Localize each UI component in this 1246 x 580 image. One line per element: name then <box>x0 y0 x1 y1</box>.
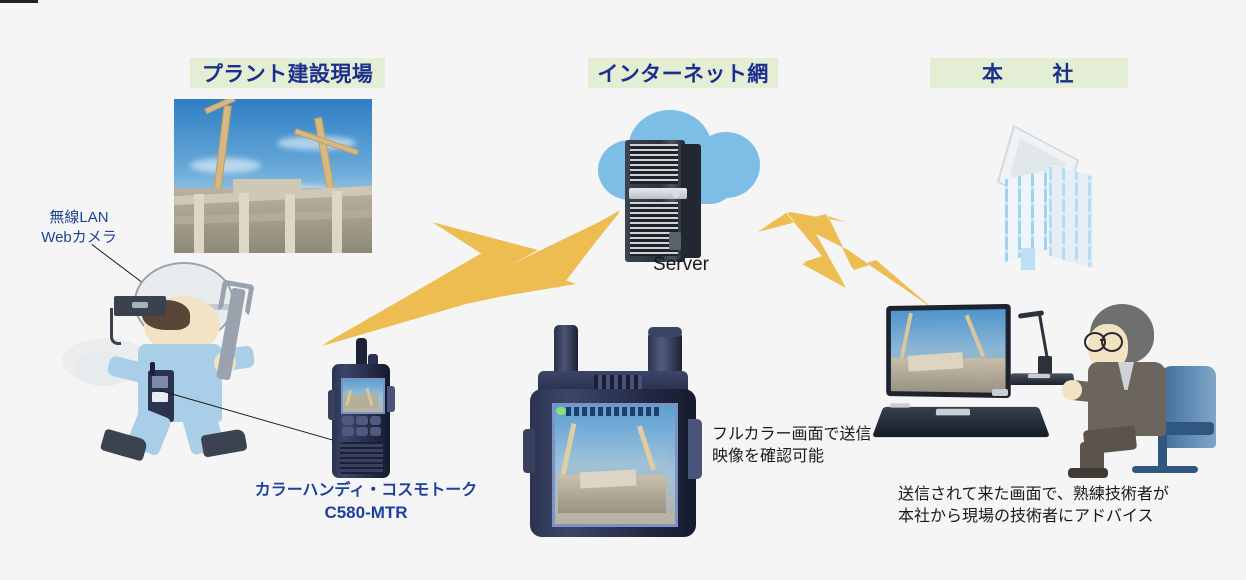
product-model: C580-MTR <box>324 502 408 522</box>
wifi-camera-label-line2: Webカメラ <box>41 229 117 247</box>
hq-note-line1: 送信されて来た画面で、熟練技術者が <box>898 486 1169 503</box>
construction-site-photo <box>174 99 372 253</box>
hq-note: 送信されて来た画面で、熟練技術者が 本社から現場の技術者にアドバイス <box>898 484 1238 527</box>
server-caption: Server <box>653 254 709 275</box>
section-header-internet: インターネット網 <box>588 58 778 88</box>
section-header-site: プラント建設現場 <box>190 58 385 88</box>
handheld-radio-closeup-illustration <box>520 325 705 540</box>
radio-note-line2: 映像を確認可能 <box>712 447 825 465</box>
lightning-bolt-downlink-arrow <box>758 212 932 308</box>
tower-server-icon <box>625 140 703 262</box>
senior-engineer-illustration <box>1062 282 1232 478</box>
wifi-camera-label: 無線LAN Webカメラ <box>24 208 134 249</box>
section-header-hq: 本 社 <box>930 58 1128 88</box>
radio-note: フルカラー画面で送信 映像を確認可能 <box>712 424 912 467</box>
laptop-screen <box>890 309 1006 393</box>
office-building-icon <box>995 124 1099 284</box>
radio-note-line1: フルカラー画面で送信 <box>712 426 872 443</box>
hq-note-line2: 本社から現場の技術者にアドバイス <box>898 507 1154 525</box>
top-left-rule <box>0 0 38 3</box>
product-label: カラーハンディ・コスモトーク C580-MTR <box>238 481 494 524</box>
desk-microphone-illustration <box>1008 310 1084 394</box>
laptop-computer-illustration <box>872 303 1074 451</box>
lightning-bolt-uplink-arrow <box>322 210 620 346</box>
product-name: カラーハンディ・コスモトーク <box>254 482 478 499</box>
wifi-camera-label-line1: 無線LAN <box>49 209 109 226</box>
handheld-radio-illustration <box>328 338 398 478</box>
field-worker-illustration <box>62 252 312 464</box>
